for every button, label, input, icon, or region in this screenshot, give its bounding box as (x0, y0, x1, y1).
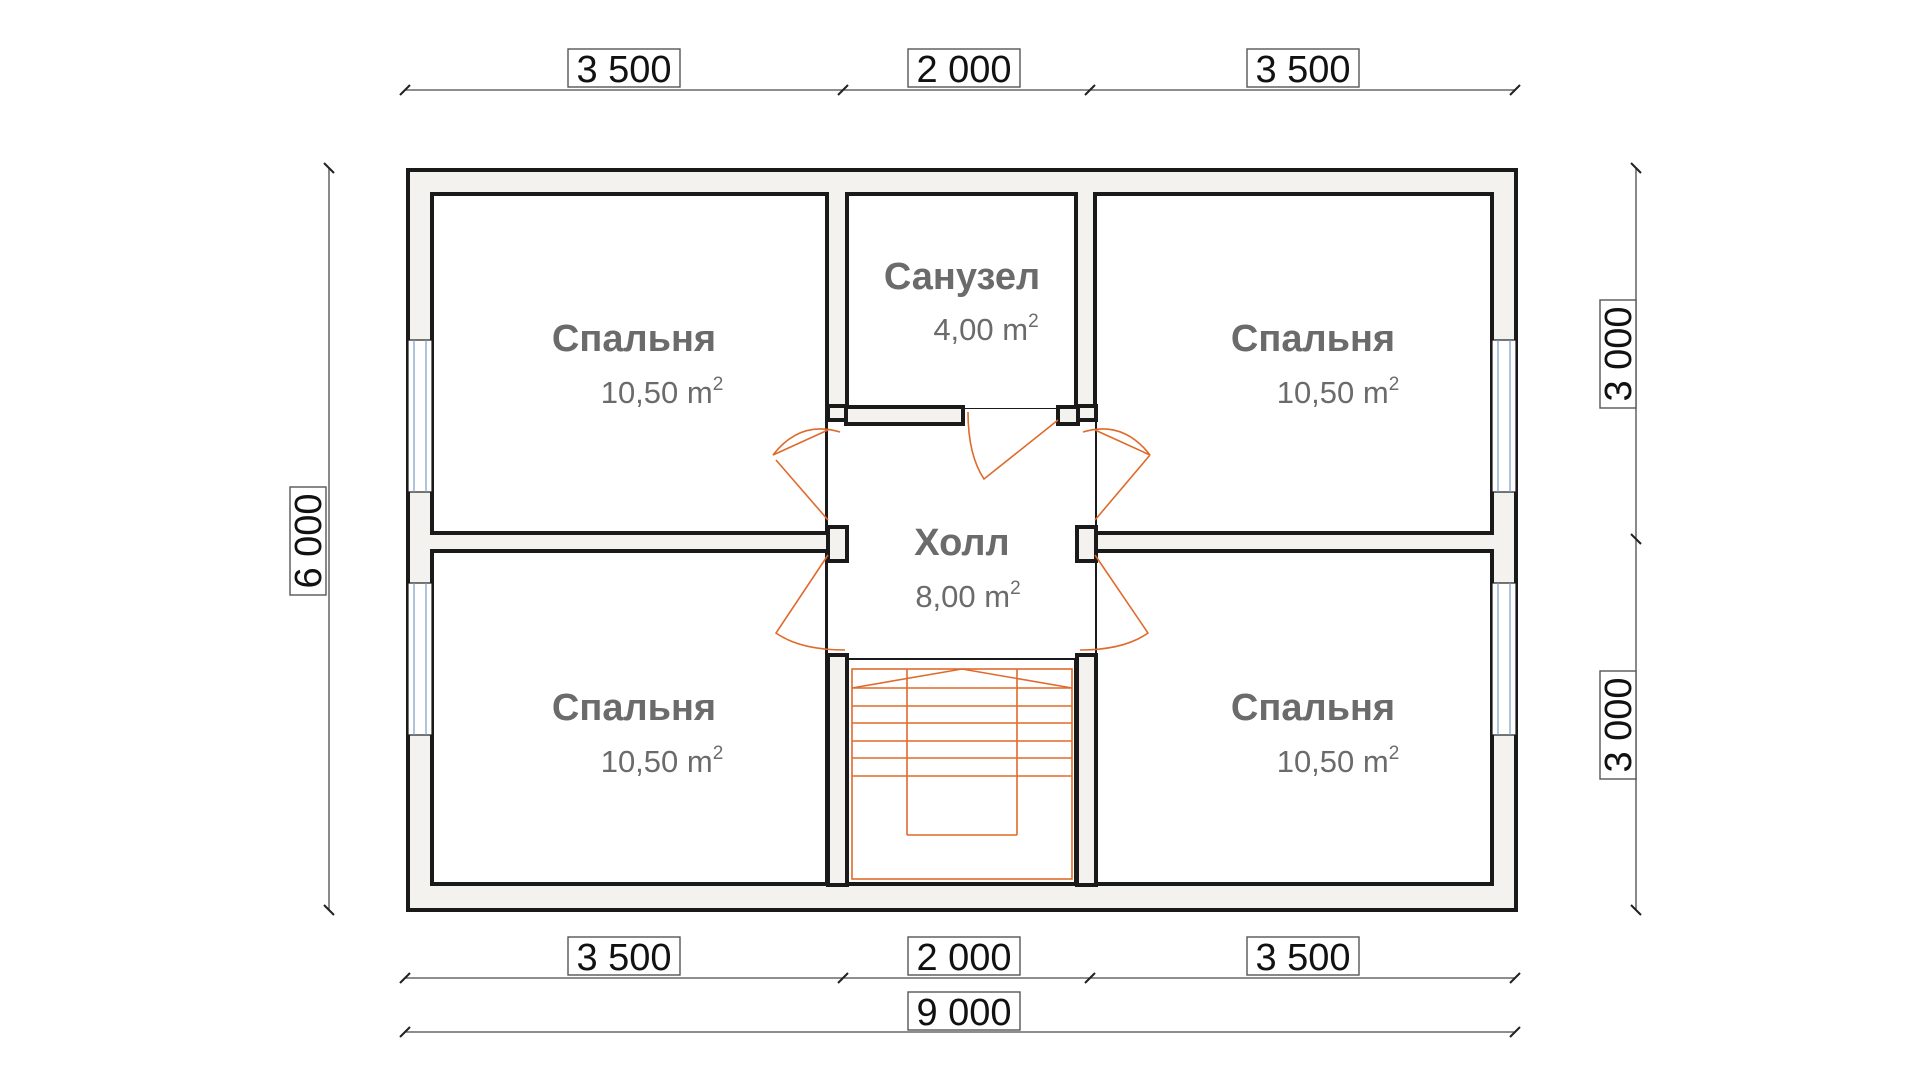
wall-stub (1075, 525, 1098, 563)
room-name-hall: Холл (914, 522, 1009, 564)
dim-tick (1630, 533, 1642, 545)
dim-label-box (1246, 936, 1360, 976)
window-left-top (407, 339, 433, 493)
area-value: 10,50 m (1277, 375, 1389, 410)
dim-tick (1630, 904, 1642, 916)
dim-label-box (567, 48, 681, 88)
window-left-bottom (407, 582, 433, 736)
dim-label-box (1246, 48, 1360, 88)
room-area-bathroom: 4,00 m2 (933, 311, 1038, 347)
door-opening (828, 560, 846, 656)
dim-tick (1509, 84, 1521, 96)
bottom-dim-1: 3 500 (576, 937, 671, 979)
wall-stub (826, 525, 849, 563)
stair-direction-arrow (851, 668, 1073, 689)
dim-tick (399, 1026, 411, 1038)
area-sup: 2 (1389, 743, 1400, 764)
area-value: 10,50 m (601, 744, 713, 779)
dim-tick (837, 972, 849, 984)
room-name-bedroom-bottom-left: Спальня (552, 687, 716, 729)
area-value: 4,00 m (933, 312, 1028, 347)
bathroom-wall (844, 405, 965, 426)
room-name-bedroom-top-right: Спальня (1231, 318, 1395, 360)
dim-label-box (289, 486, 327, 596)
bottom-dim-2: 2 000 (916, 937, 1011, 979)
left-dimension: 6 000 (288, 162, 335, 916)
dim-tick (399, 84, 411, 96)
top-dim-2: 2 000 (916, 49, 1011, 91)
dim-label-box (1599, 670, 1637, 780)
dim-tick (837, 84, 849, 96)
bottom-dimension-chain: 3 500 2 000 3 500 9 000 (399, 936, 1521, 1038)
dim-label-box (907, 48, 1021, 88)
building (406, 168, 1518, 912)
door-leaf (775, 459, 829, 521)
bottom-dim-3: 3 500 (1255, 937, 1350, 979)
dim-tick (1084, 972, 1096, 984)
window-right-bottom (1491, 582, 1517, 736)
door-swing-bottom-right (1079, 554, 1150, 651)
dim-label-box (567, 936, 681, 976)
area-sup: 2 (713, 374, 724, 395)
door-leaf (1094, 454, 1151, 521)
room-area-bedroom-bottom-right: 10,50 m2 (1277, 743, 1400, 779)
area-value: 10,50 m (601, 375, 713, 410)
door-swing-top-right (1082, 428, 1151, 456)
top-dim-3: 3 500 (1255, 49, 1350, 91)
door-opening (828, 419, 846, 528)
bedroom-top-left-floor (430, 192, 829, 535)
area-value: 8,00 m (915, 579, 1010, 614)
window-right-top (1491, 339, 1517, 493)
bedroom-top-right-floor (1093, 192, 1494, 535)
door-opening (1077, 419, 1095, 528)
dim-label-box (907, 936, 1021, 976)
dim-tick (1084, 84, 1096, 96)
bottom-total-dim: 9 000 (916, 992, 1011, 1034)
room-name-bedroom-bottom-right: Спальня (1231, 687, 1395, 729)
hall-floor (845, 410, 1078, 658)
bathroom-floor (845, 192, 1078, 412)
door-swings (772, 411, 1151, 651)
door-opening (963, 409, 1059, 412)
area-sup: 2 (1028, 311, 1039, 332)
dim-tick (323, 162, 335, 174)
door-swing-bottom-left (774, 554, 846, 651)
right-dim-1: 3 000 (1598, 306, 1640, 401)
door-swing-bathroom (967, 411, 1059, 481)
dim-tick (399, 972, 411, 984)
area-sup: 2 (1389, 374, 1400, 395)
room-area-bedroom-top-left: 10,50 m2 (601, 374, 724, 410)
room-area-bedroom-top-right: 10,50 m2 (1277, 374, 1400, 410)
bedroom-bottom-right-floor (1093, 549, 1494, 886)
room-area-bedroom-bottom-left: 10,50 m2 (601, 743, 724, 779)
bedroom-bottom-left-floor (430, 549, 829, 886)
dim-label-box (907, 991, 1021, 1031)
room-labels: Спальня 10,50 m2 Санузел 4,00 m2 Спальня… (552, 256, 1399, 779)
room-area-hall: 8,00 m2 (915, 578, 1020, 614)
area-sup: 2 (1010, 578, 1021, 599)
left-total-dim: 6 000 (288, 493, 330, 588)
door-opening (1077, 560, 1095, 656)
dim-tick (1630, 162, 1642, 174)
dim-tick (1509, 972, 1521, 984)
stair-floor (845, 656, 1078, 886)
dim-label-box (1599, 299, 1637, 409)
staircase (851, 668, 1073, 880)
area-sup: 2 (713, 743, 724, 764)
area-value: 10,50 m (1277, 744, 1389, 779)
room-name-bathroom: Санузел (884, 256, 1040, 298)
wall-stub (1075, 653, 1098, 887)
wall-stub (826, 653, 849, 887)
room-name-bedroom-top-left: Спальня (552, 318, 716, 360)
dim-tick (1509, 1026, 1521, 1038)
door-swing-top-left (772, 428, 841, 456)
dim-tick (323, 904, 335, 916)
right-dim-2: 3 000 (1598, 677, 1640, 772)
bathroom-wall (1056, 405, 1080, 426)
top-dimension-chain: 3 500 2 000 3 500 (399, 48, 1521, 96)
top-dim-1: 3 500 (576, 49, 671, 91)
right-dimension-chain: 3 000 3 000 (1598, 162, 1642, 916)
